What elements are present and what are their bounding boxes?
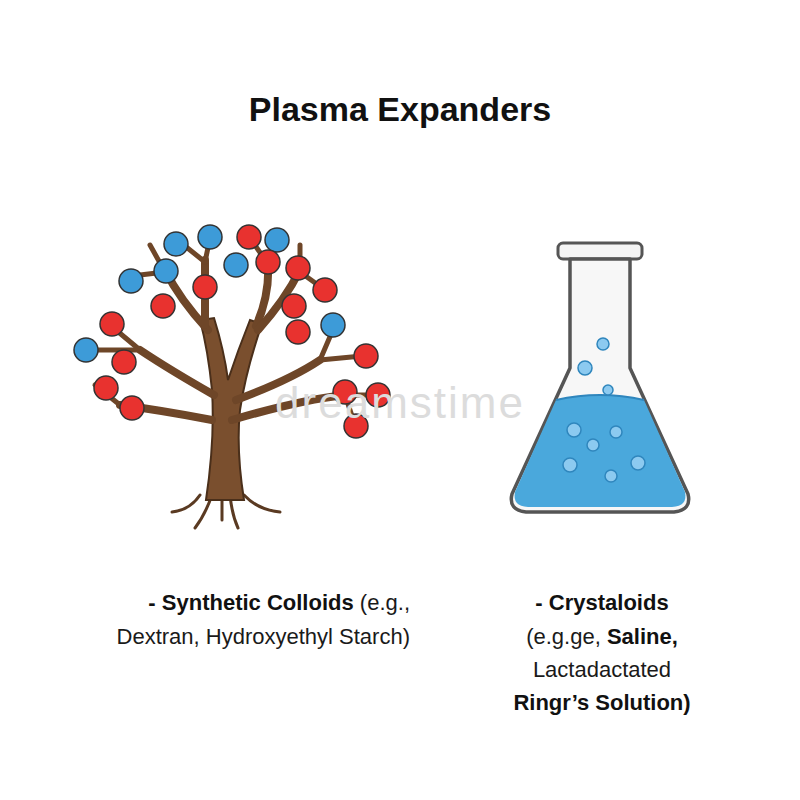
fluid-label: Dextran, Hydroxyethyl Starch) [117,624,410,649]
fluid-label: (e.g., [360,590,410,615]
fluid-label: - Crystaloids [535,590,668,615]
label-line: Dextran, Hydroxyethyl Starch) [117,624,410,650]
molecule-tree [74,225,390,528]
conical-flask [511,243,688,512]
fluid-label: Lactadactated [533,657,671,682]
label-line: Ringr’s Solution) [513,690,690,716]
watermark: dreamstime [0,378,800,428]
fluid-label: Ringr’s Solution) [513,690,690,715]
fluid-label: (e.g.ge, [526,624,601,649]
label-line: (e.g.ge,Saline, [526,624,678,650]
label-line: Lactadactated [533,657,671,683]
fluid-label: - Synthetic Colloids [148,590,353,615]
fluid-label: Saline, [607,624,678,649]
diagram-title: Plasma Expanders [0,90,800,129]
label-line: - Crystaloids [535,590,668,616]
label-line: - Synthetic Colloids (e.g., [148,590,410,616]
